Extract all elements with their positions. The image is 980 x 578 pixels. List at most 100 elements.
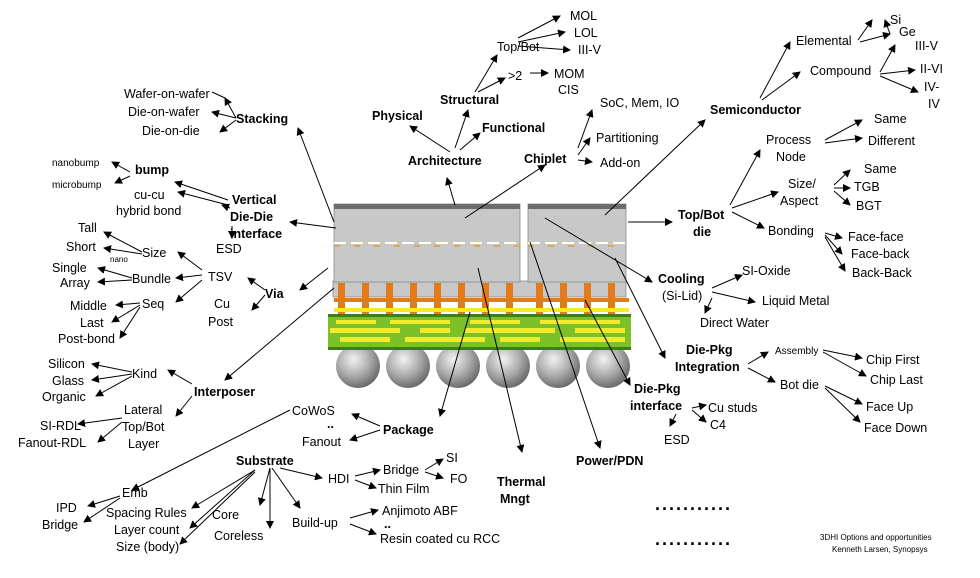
label-mol: MOL — [570, 9, 597, 23]
label-build-up: Build-up — [292, 516, 338, 530]
label-face-up: Face Up — [866, 400, 913, 414]
solder-ball — [386, 344, 430, 388]
label-esd-left: ESD — [216, 242, 242, 256]
label-back-back: Back-Back — [852, 266, 912, 280]
label-anjimoto-abf: Anjimoto ABF — [382, 504, 458, 518]
label-size-tsv: Size — [142, 246, 166, 260]
label-topbot-die: Top/Bot — [678, 208, 725, 222]
label-esd-right: ESD — [664, 433, 690, 447]
label-thermal: Thermal — [497, 475, 546, 489]
label-fanout-rdl: Fanout-RDL — [18, 436, 86, 450]
connectors — [77, 15, 919, 545]
label-stacking: Stacking — [236, 112, 288, 126]
label-interposer: Interposer — [194, 385, 255, 399]
label-hybrid-bond: hybrid bond — [116, 204, 181, 218]
label-single: Single — [52, 261, 87, 275]
label-si-lid: (Si-Lid) — [662, 289, 702, 303]
label-chip-first: Chip First — [866, 353, 920, 367]
label-coreless: Coreless — [214, 529, 263, 543]
label-diepkg-integration-2: Integration — [675, 360, 740, 374]
label-functional: Functional — [482, 121, 545, 135]
label-face-down: Face Down — [864, 421, 927, 435]
label-bundle: Bundle — [132, 272, 171, 286]
label-iv-dash: IV- — [924, 80, 939, 94]
label-assembly: Assembly — [775, 346, 818, 357]
substrate-layer — [328, 314, 631, 350]
label-silicon: Silicon — [48, 357, 85, 371]
label-organic: Organic — [42, 390, 86, 404]
label-structural: Structural — [440, 93, 499, 107]
label-face-face: Face-face — [848, 230, 904, 244]
label-bump: bump — [135, 163, 169, 177]
label-size: Size/ — [788, 177, 816, 191]
label-chip-last: Chip Last — [870, 373, 923, 387]
label-si: Si — [890, 13, 901, 27]
label-post: Post — [208, 315, 234, 329]
label-node: Node — [776, 150, 806, 164]
label-tgb: TGB — [854, 180, 880, 194]
label-post-bond: Post-bond — [58, 332, 115, 346]
label-layer-count: Layer count — [114, 523, 180, 537]
label-same-process: Same — [874, 112, 907, 126]
label-package: Package — [383, 423, 434, 437]
label-cu-cu: cu-cu — [134, 188, 165, 202]
label-soc: SoC, Mem, IO — [600, 96, 679, 110]
label-aspect: Aspect — [780, 194, 819, 208]
label-vertical: Vertical — [232, 193, 276, 207]
label-dots-row-1: ........... — [655, 494, 732, 514]
label-die-on-wafer: Die-on-wafer — [128, 105, 200, 119]
label-array: Array — [60, 276, 91, 290]
label-ipd: IPD — [56, 501, 77, 515]
label-seq: Seq — [142, 297, 164, 311]
label-middle: Middle — [70, 299, 107, 313]
label-diepkg-integration-1: Die-Pkg — [686, 343, 733, 357]
label-diepkg-interface-1: Die-Pkg — [634, 382, 681, 396]
label-si-rdl: SI-RDL — [40, 419, 81, 433]
package-cross-section — [328, 203, 631, 388]
left-die-stack — [333, 203, 521, 283]
label-mngt: Mngt — [500, 492, 531, 506]
label-hdi: HDI — [328, 472, 350, 486]
label-die-on-die: Die-on-die — [142, 124, 200, 138]
label-emb: Emb — [122, 486, 148, 500]
label-lateral: Lateral — [124, 403, 162, 417]
interposer-layer — [332, 280, 627, 298]
text-labels: MOL LOL III-V Top/Bot >2 MOM CIS Structu… — [18, 9, 943, 554]
credit-author: Kenneth Larsen, Synopsys — [832, 545, 928, 554]
label-thin-film: Thin Film — [378, 482, 429, 496]
label-tsv: TSV — [208, 270, 233, 284]
label-process: Process — [766, 133, 811, 147]
label-iii-v-right: III-V — [915, 39, 939, 53]
right-die-stack — [527, 203, 627, 283]
label-chiplet: Chiplet — [524, 152, 567, 166]
label-tall: Tall — [78, 221, 97, 235]
credit-title: 3DHI Options and opportunities — [820, 533, 932, 542]
label-nanobump: nanobump — [52, 158, 100, 169]
label-bridge-emb: Bridge — [42, 518, 78, 532]
label-fanout-package: Fanout — [302, 435, 341, 449]
label-power-pdn: Power/PDN — [576, 454, 643, 468]
label-mom: MOM — [554, 67, 585, 81]
label-size-body: Size (body) — [116, 540, 179, 554]
label-same-size: Same — [864, 162, 897, 176]
label-c4: C4 — [710, 418, 726, 432]
label-layer: Layer — [128, 437, 159, 451]
label-dots-buildup: .. — [384, 517, 391, 531]
label-topbot-structural: Top/Bot — [497, 40, 540, 54]
label-glass: Glass — [52, 374, 84, 388]
label-ge: Ge — [899, 25, 916, 39]
label-dots-package: .. — [327, 417, 334, 431]
label-fo: FO — [450, 472, 468, 486]
solder-ball — [486, 344, 530, 388]
solder-ball — [336, 344, 380, 388]
label-elemental: Elemental — [796, 34, 852, 48]
solder-ball — [536, 344, 580, 388]
label-short: Short — [66, 240, 96, 254]
label-ii-vi: II-VI — [920, 62, 943, 76]
label-spacing-rules: Spacing Rules — [106, 506, 187, 520]
label-cu-studs: Cu studs — [708, 401, 757, 415]
solder-ball — [586, 344, 630, 388]
label-microbump: microbump — [52, 180, 102, 191]
